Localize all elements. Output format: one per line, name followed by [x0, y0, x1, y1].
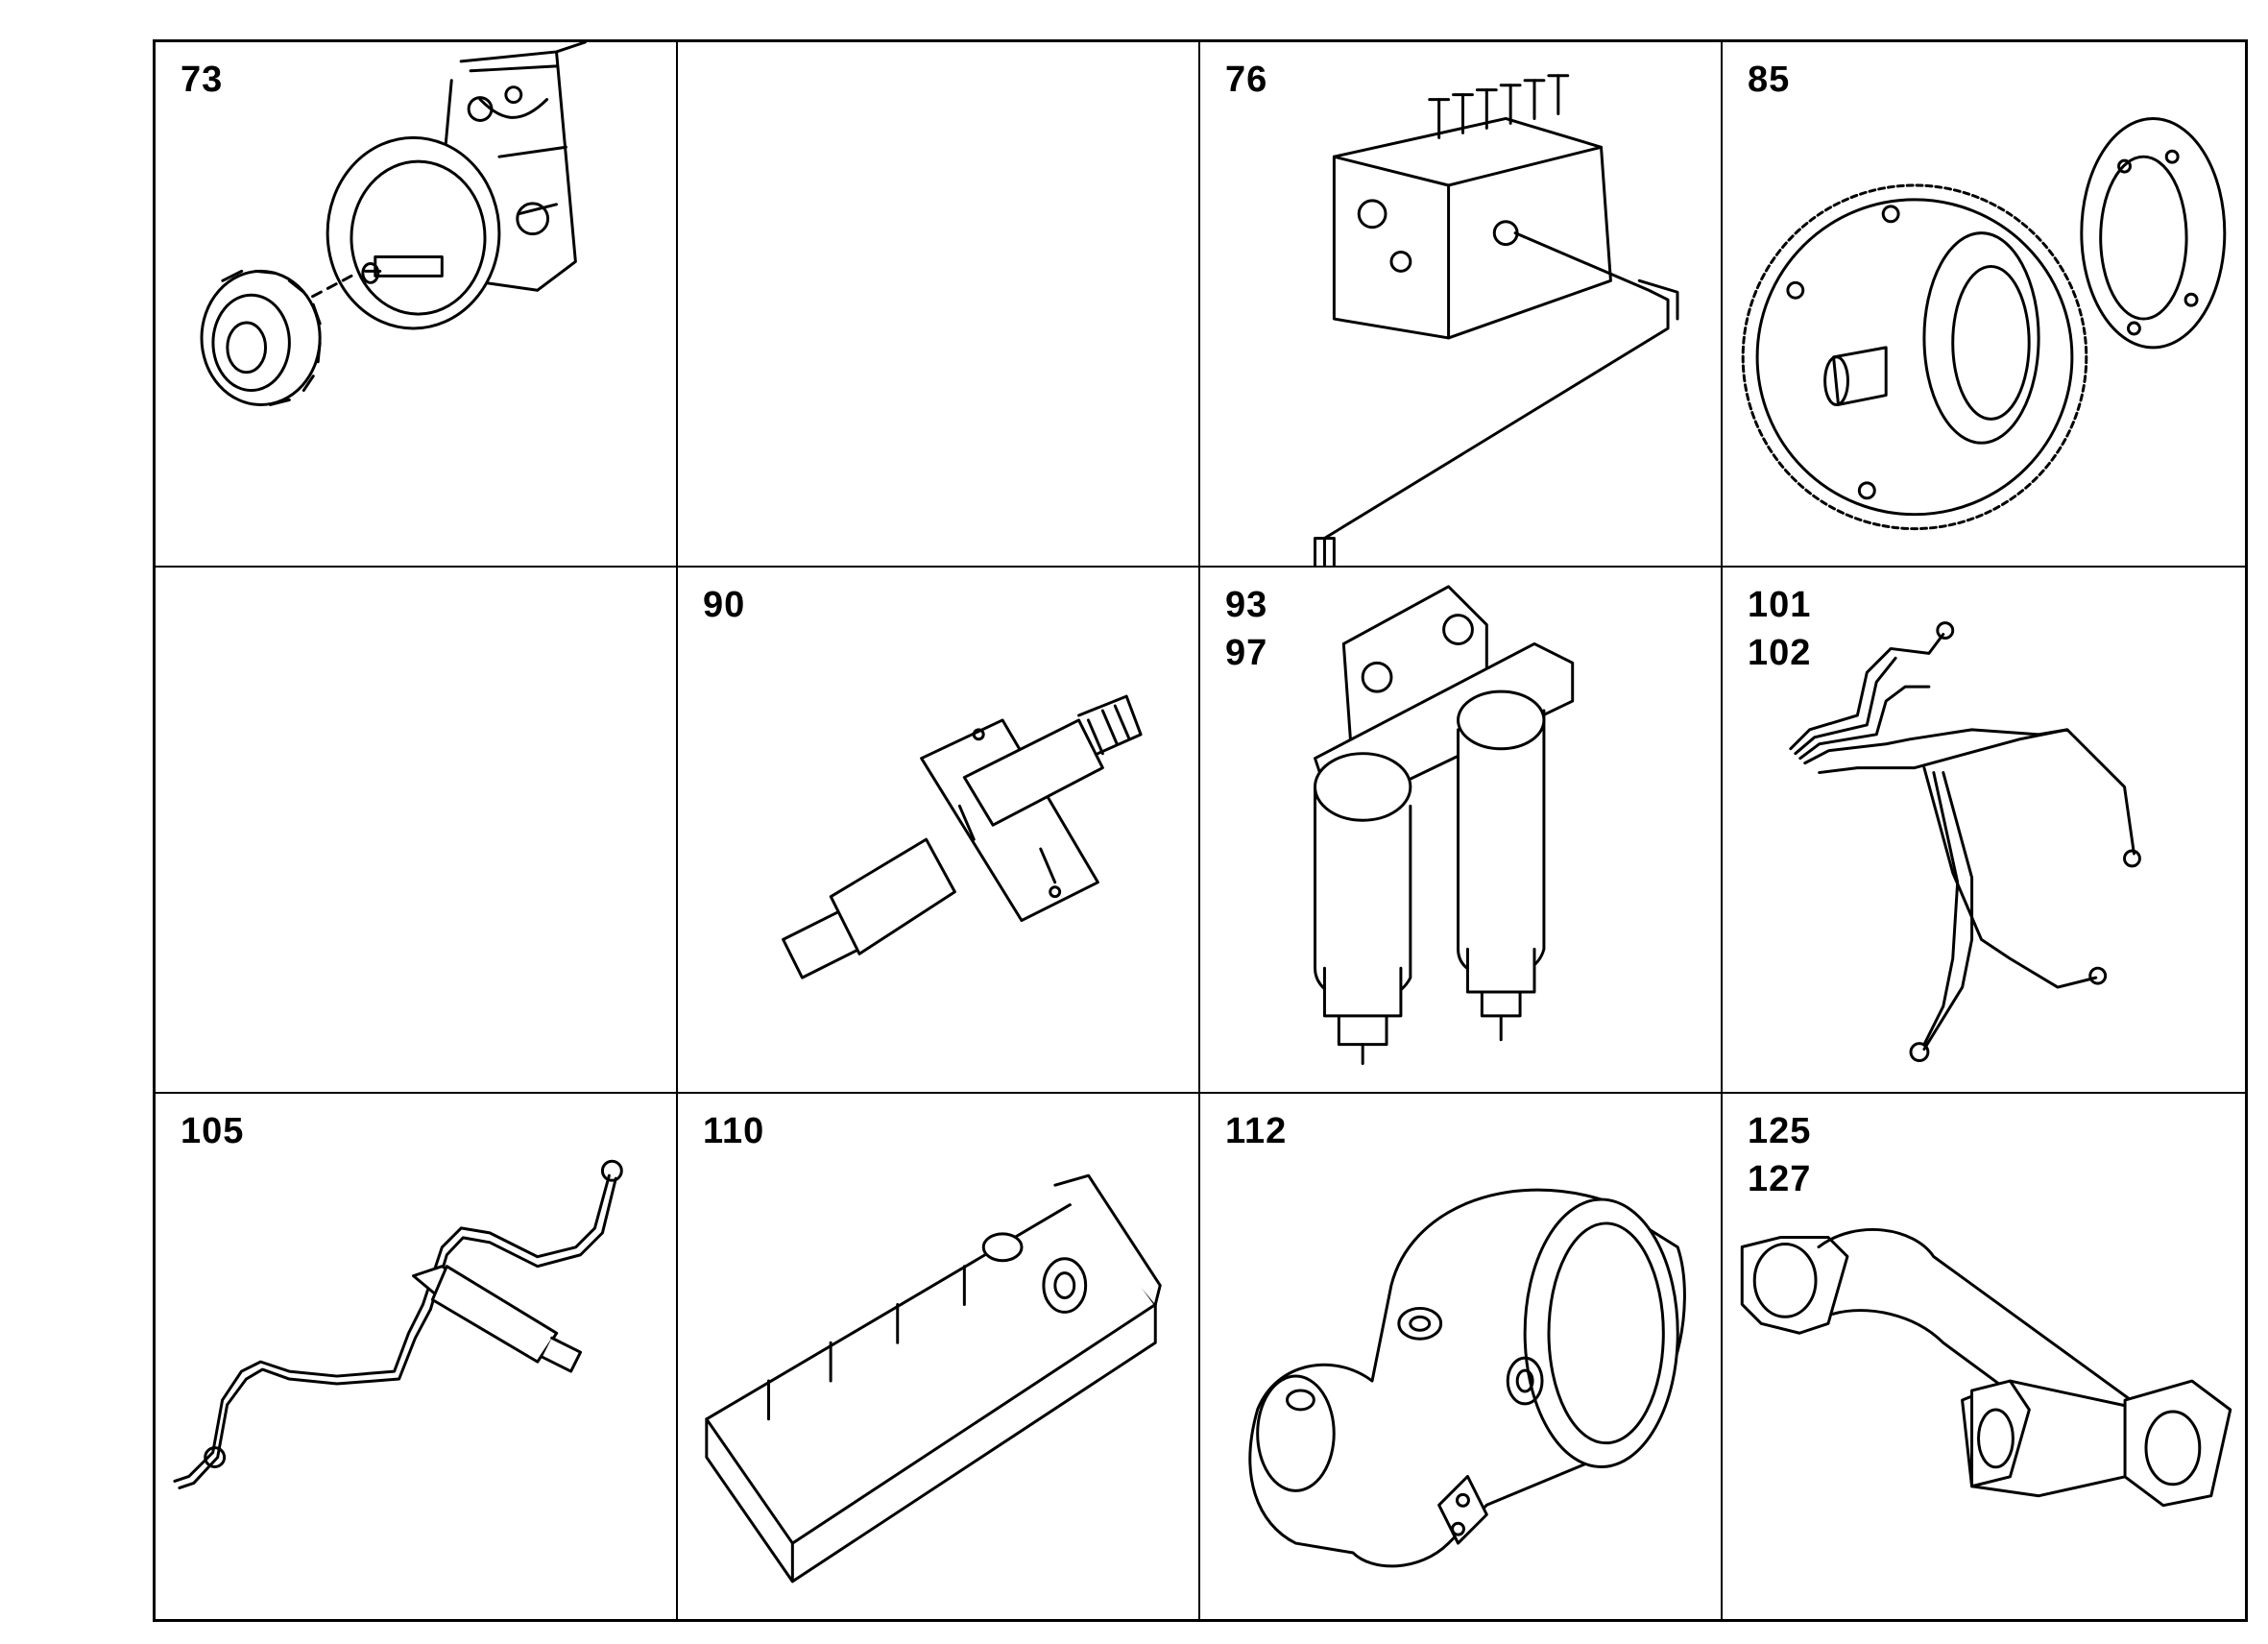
part-cell-112[interactable]: 112: [1200, 1093, 1723, 1619]
part-refs: 85: [1748, 56, 1790, 104]
part-ref: 102: [1748, 633, 1812, 674]
injection-pump-icon: [1314, 74, 1679, 567]
part-cell-empty: [156, 568, 678, 1094]
part-refs: 76: [1225, 56, 1267, 104]
intake-elbow-icon: [1248, 1188, 1686, 1568]
part-ref: 127: [1748, 1158, 1812, 1199]
part-ref: 90: [703, 585, 746, 626]
exhaust-pipe-icon: [1740, 1227, 2232, 1507]
part-ref: 110: [703, 1110, 765, 1151]
part-ref: 93: [1225, 585, 1268, 626]
part-ref: 125: [1748, 1110, 1812, 1151]
part-cell-90[interactable]: 90: [678, 568, 1200, 1094]
part-refs: 110: [703, 1107, 764, 1155]
part-refs: 93 97: [1225, 581, 1267, 677]
part-ref: 85: [1748, 60, 1791, 100]
part-ref: 73: [181, 60, 224, 100]
part-ref: 101: [1748, 585, 1812, 626]
part-cell-101-102[interactable]: 101 102: [1723, 568, 2245, 1094]
part-cell-110[interactable]: 110: [678, 1093, 1200, 1619]
part-refs: 112: [1225, 1107, 1287, 1155]
part-cell-125-127[interactable]: 125 127: [1723, 1094, 2245, 1619]
parts-grid: 73 76: [153, 39, 2248, 1622]
part-ref: 112: [1225, 1110, 1288, 1151]
twin-fuel-filter-icon: [1314, 585, 1575, 1066]
part-refs: 73: [181, 56, 223, 104]
part-ref: 76: [1225, 60, 1268, 100]
pump-drive-gear-icon: [200, 42, 587, 406]
part-cell-93-97[interactable]: 93 97: [1200, 568, 1723, 1094]
part-cell-105[interactable]: 105: [156, 1093, 678, 1619]
timing-gear-coupling-icon: [1741, 116, 2227, 531]
injection-pipes-icon: [1789, 621, 2141, 1063]
injector-with-pipe-icon: [173, 1159, 623, 1489]
part-refs: 90: [703, 581, 745, 629]
intake-manifold-icon: [705, 1173, 1162, 1584]
part-refs: 101 102: [1748, 581, 1811, 677]
part-ref: 105: [181, 1110, 245, 1151]
part-cell-empty: [678, 42, 1200, 568]
part-cell-73[interactable]: 73: [156, 42, 678, 568]
part-refs: 105: [181, 1107, 244, 1155]
part-cell-85[interactable]: 85: [1723, 42, 2245, 568]
injector-nozzle-icon: [782, 694, 1143, 979]
part-refs: 125 127: [1748, 1107, 1811, 1203]
part-ref: 97: [1225, 633, 1268, 674]
part-cell-76[interactable]: 76: [1200, 42, 1723, 568]
